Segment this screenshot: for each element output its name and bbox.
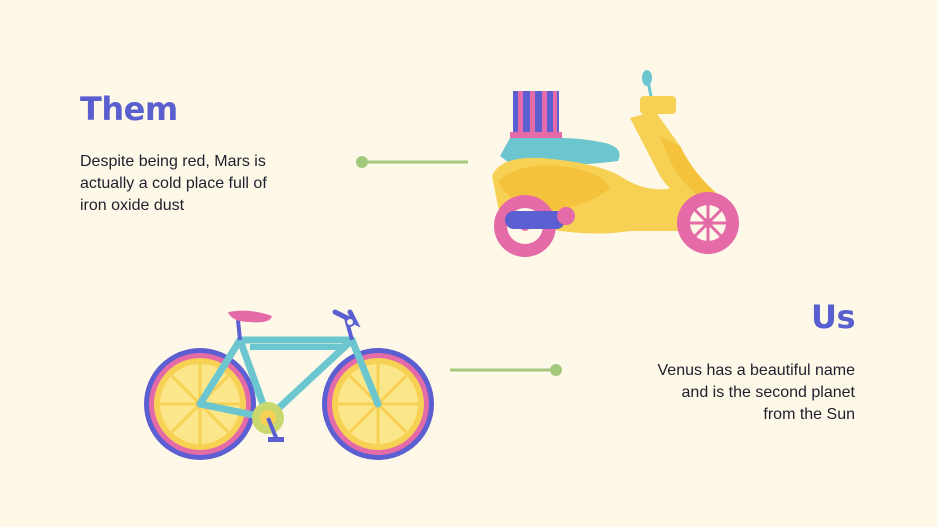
scooter-icon <box>492 70 739 257</box>
connector-line-them <box>356 156 468 168</box>
them-description: Despite being red, Mars is actually a co… <box>80 153 267 214</box>
us-description: Venus has a beautiful name and is the se… <box>657 362 855 423</box>
bicycle-icon <box>144 309 434 460</box>
them-title: Them <box>80 90 178 128</box>
us-title: Us <box>810 298 856 336</box>
connector-line-us <box>450 364 562 376</box>
